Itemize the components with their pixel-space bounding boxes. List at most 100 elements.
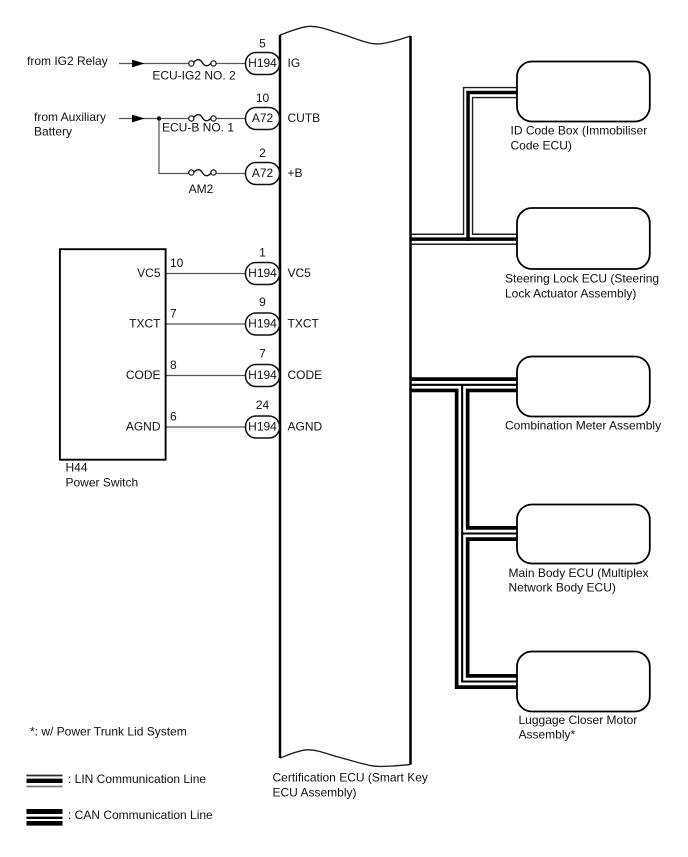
fuse-am2 [188, 169, 217, 177]
connector-pill [244, 51, 281, 76]
module-label: Luggage Closer Motor [519, 713, 638, 727]
fuse-wave-icon [193, 59, 212, 67]
pin-number: 5 [259, 37, 266, 51]
pin-number: 24 [256, 398, 270, 412]
fuse-label: ECU-B NO. 1 [162, 121, 234, 135]
switch-pin-label: TXCT [129, 317, 161, 331]
module-label: Steering Lock ECU (Steering [505, 272, 659, 286]
certification-ecu-band [278, 25, 412, 768]
signal-label: CODE [288, 368, 323, 382]
module-box-luggage [516, 650, 651, 713]
pin-number: 7 [259, 347, 266, 361]
source-label: Battery [34, 124, 72, 138]
pin-number: 9 [259, 295, 266, 309]
fuse-ecu-b [188, 114, 217, 122]
connector-pill [244, 106, 281, 131]
can-thin-line [461, 384, 525, 683]
connector-pills [244, 51, 281, 439]
module-box-id-code [516, 60, 651, 123]
switch-pin-label: VC5 [137, 266, 161, 280]
pin-number: 8 [170, 358, 177, 372]
ecu-band-bottom-edge [279, 749, 411, 768]
fuse-terminal-icon [188, 169, 195, 176]
lin-legend-symbol [26, 774, 63, 788]
ecu-label: ECU Assembly) [273, 786, 357, 800]
module-boxes [516, 60, 651, 713]
module-box-main-body [516, 503, 651, 565]
can-thick-line [465, 388, 525, 530]
footnote: *: w/ Power Trunk Lid System [30, 725, 187, 739]
power-switch-code: H44 [66, 460, 88, 474]
can-thick-line [465, 537, 525, 678]
lin-thin-line [409, 86, 525, 235]
arrow-icon-ig2-relay [132, 59, 145, 68]
switch-pin-label: AGND [126, 420, 161, 434]
pin-number: 10 [170, 256, 184, 270]
module-label: Code ECU) [511, 139, 572, 153]
can-thick-line [409, 388, 525, 689]
switch-pin-label: CODE [126, 368, 161, 382]
fuse-terminal-icon [210, 60, 217, 67]
module-label: Combination Meter Assembly [505, 419, 661, 433]
fuse-terminal-icon [210, 169, 217, 176]
module-label: ID Code Box (Immobiliser [511, 124, 648, 138]
connector-label: H194 [248, 266, 277, 280]
fuse-terminal-icon [188, 115, 195, 122]
connector-pill [244, 261, 281, 286]
fuse-terminal-icon [210, 115, 217, 122]
diagram-text: from IG2 Relay ECU-IG2 NO. 2 5 H194 IG f… [27, 37, 661, 823]
connector-label: H194 [248, 56, 277, 70]
fuse-wave-icon [193, 169, 212, 177]
fuse-label: ECU-IG2 NO. 2 [152, 69, 236, 83]
legend-can-label: : CAN Communication Line [68, 808, 213, 822]
signal-label: VC5 [288, 266, 312, 280]
power-input-wires [119, 62, 246, 428]
arrow-icon-aux-battery [132, 114, 145, 123]
pin-number: 10 [256, 91, 270, 105]
legend-lin-label: : LIN Communication Line [68, 772, 206, 786]
junction-dot [156, 116, 162, 121]
lin-thick-line [466, 90, 525, 241]
pin-number: 6 [170, 410, 177, 424]
lin-thin-line [471, 96, 525, 235]
signal-label: TXCT [288, 317, 320, 331]
connector-pill [244, 363, 281, 388]
connector-pill [244, 415, 281, 439]
source-label: from Auxiliary [34, 110, 106, 124]
source-label: from IG2 Relay [27, 54, 108, 68]
signal-label: +B [288, 166, 303, 180]
fuse-wave-icon [193, 114, 212, 122]
can-bus [409, 377, 525, 689]
fuse-label: AM2 [189, 182, 214, 196]
connector-label: A72 [252, 111, 274, 125]
signal-label: IG [288, 56, 301, 70]
module-box-combo-meter [516, 355, 651, 418]
signal-label: AGND [288, 420, 323, 434]
ecu-band-top-edge [279, 25, 411, 45]
ecu-label: Certification ECU (Smart Key [273, 771, 428, 785]
ecu-band-fill [280, 26, 411, 767]
lin-bus [409, 86, 525, 245]
connector-pill [244, 312, 281, 336]
connector-label: H194 [248, 368, 277, 382]
can-legend-symbol [26, 809, 63, 826]
power-switch-box [58, 248, 167, 461]
fuse-ecu-ig2 [188, 59, 217, 67]
pin-number: 1 [259, 246, 266, 260]
module-label: Lock Actuator Assembly) [505, 287, 636, 301]
module-label: Network Body ECU) [509, 581, 616, 595]
connector-pill [244, 161, 281, 186]
module-label: Main Body ECU (Multiplex [509, 566, 649, 580]
wire-plusb [158, 118, 189, 175]
connector-label: A72 [252, 166, 274, 180]
pin-number: 7 [170, 307, 177, 321]
signal-label: CUTB [288, 111, 321, 125]
module-box-steering-lock [516, 207, 651, 270]
pin-number: 2 [259, 146, 266, 160]
module-label: Assembly* [519, 728, 576, 742]
fuse-terminal-icon [188, 60, 195, 67]
connector-label: H194 [248, 420, 277, 434]
connector-label: H194 [248, 317, 277, 331]
